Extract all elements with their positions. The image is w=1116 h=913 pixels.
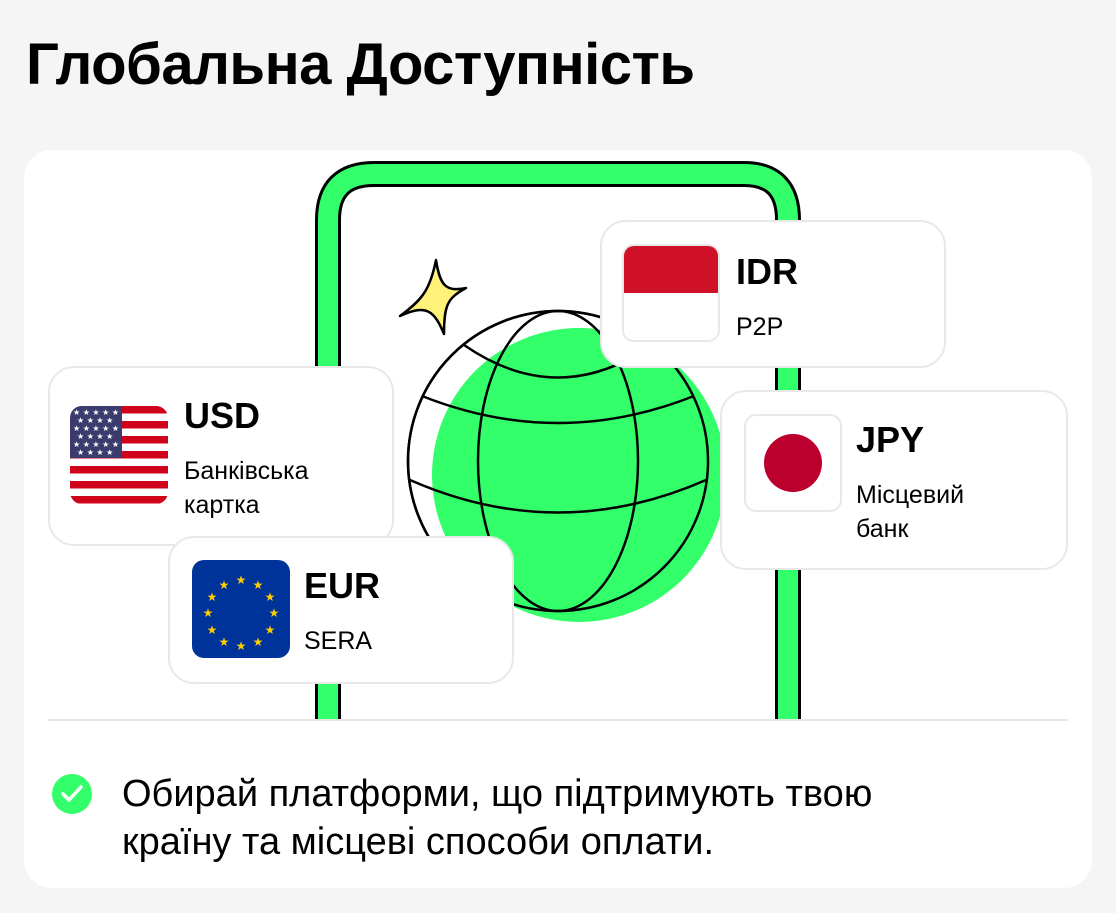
sparkle-icon: [398, 258, 468, 336]
svg-text:★ ★ ★ ★: ★ ★ ★ ★: [77, 432, 113, 441]
svg-text:★: ★: [236, 573, 247, 587]
svg-text:★: ★: [236, 639, 247, 653]
svg-text:★: ★: [207, 590, 218, 604]
svg-text:★: ★: [265, 590, 276, 604]
usa-flag-icon: ★ ★ ★ ★ ★ ★ ★ ★ ★ ★ ★ ★ ★ ★ ★ ★ ★ ★ ★ ★ …: [70, 406, 168, 504]
phone-frame-icon: [315, 161, 801, 720]
svg-text:★: ★: [207, 623, 218, 637]
payment-method-line1: Місцевий: [856, 481, 965, 509]
payment-method-line2: картка: [184, 491, 260, 519]
check-circle-icon: [52, 774, 92, 814]
currency-code: EUR: [304, 565, 381, 606]
svg-text:★ ★ ★ ★: ★ ★ ★ ★: [77, 448, 113, 457]
currency-card-jpy: JPY Місцевий банк: [720, 390, 1068, 570]
payment-method-line2: банк: [856, 515, 909, 543]
svg-text:★: ★: [253, 578, 264, 592]
footer-note: Обирай платформи, що підтримують твою кр…: [52, 770, 1022, 866]
svg-text:★ ★ ★ ★ ★: ★ ★ ★ ★ ★: [73, 408, 119, 417]
svg-text:★: ★: [203, 606, 214, 620]
svg-text:★: ★: [219, 635, 230, 649]
illustration: IDR P2P: [24, 150, 1092, 720]
currency-card-usd: ★ ★ ★ ★ ★ ★ ★ ★ ★ ★ ★ ★ ★ ★ ★ ★ ★ ★ ★ ★ …: [48, 366, 394, 546]
divider: [48, 719, 1068, 721]
page-title: Глобальна Доступність: [26, 32, 695, 97]
svg-text:★: ★: [253, 635, 264, 649]
svg-text:★: ★: [219, 578, 230, 592]
currency-code: IDR: [736, 251, 798, 292]
payment-method: SERA: [304, 627, 373, 655]
svg-text:★ ★ ★ ★ ★: ★ ★ ★ ★ ★: [73, 440, 119, 449]
svg-text:★: ★: [265, 623, 276, 637]
currency-card-eur: ★ ★ ★ ★ ★ ★ ★ ★ ★ ★ ★ ★ EUR S: [168, 536, 514, 684]
svg-text:★: ★: [269, 606, 280, 620]
footer-text-line2: країну та місцеві способи оплати.: [122, 821, 715, 863]
currency-card-idr: IDR P2P: [600, 220, 946, 368]
indonesia-flag-icon: [622, 244, 720, 342]
eu-flag-icon: ★ ★ ★ ★ ★ ★ ★ ★ ★ ★ ★ ★: [192, 560, 290, 658]
payment-method-line1: Банківська: [184, 457, 309, 485]
currency-code: USD: [184, 395, 261, 436]
svg-text:★ ★ ★ ★: ★ ★ ★ ★: [77, 416, 113, 425]
footer-text: Обирай платформи, що підтримують твою кр…: [122, 770, 1022, 866]
currency-code: JPY: [856, 419, 925, 460]
payment-method: P2P: [736, 313, 784, 341]
info-card: IDR P2P: [24, 150, 1092, 888]
japan-flag-icon: [744, 414, 842, 512]
footer-text-line1: Обирай платформи, що підтримують твою: [122, 773, 873, 815]
svg-text:★ ★ ★ ★ ★: ★ ★ ★ ★ ★: [73, 424, 119, 433]
